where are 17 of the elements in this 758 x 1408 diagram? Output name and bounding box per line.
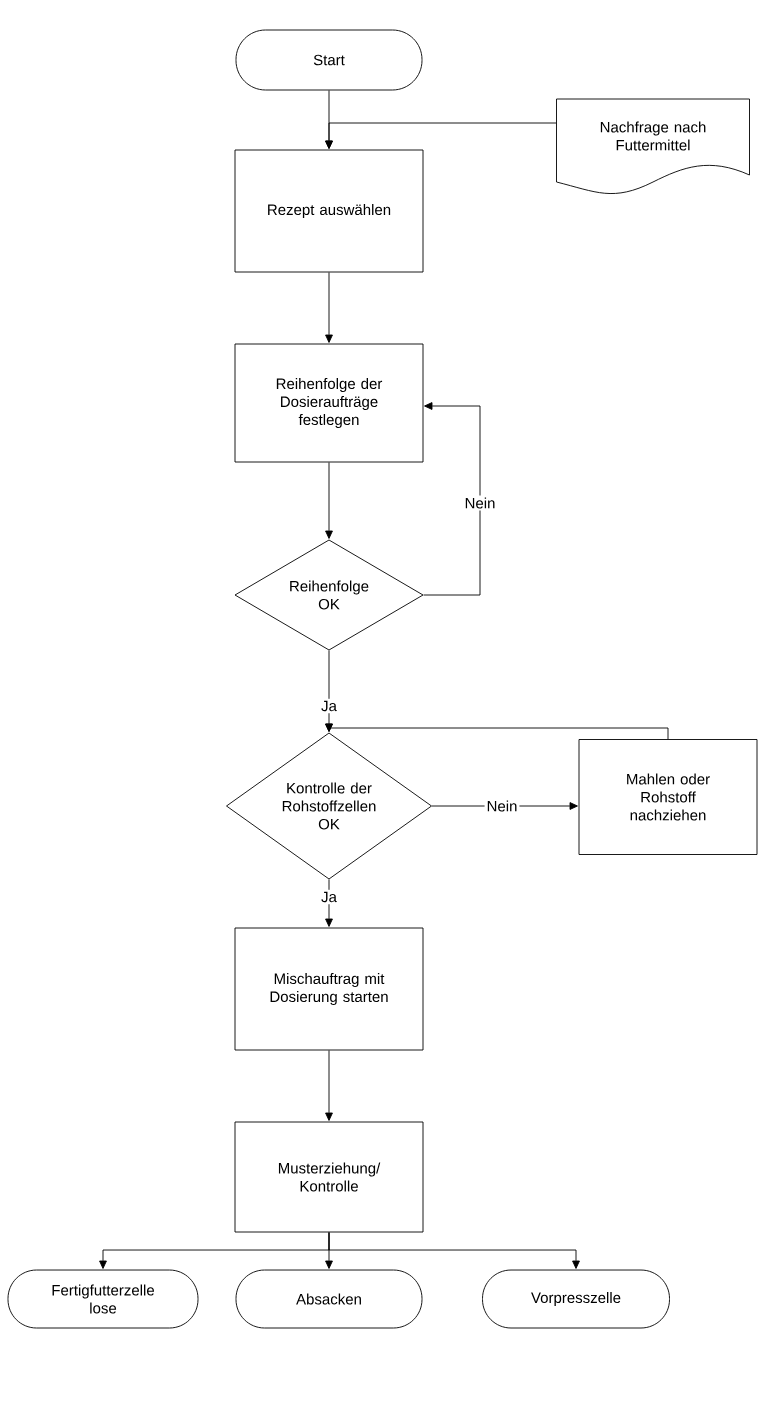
arrow [423, 402, 481, 596]
arrow [325, 879, 333, 927]
edge-label: Ja [319, 889, 339, 905]
arrow [325, 272, 333, 343]
process-box: Reihenfolge der Dosieraufträge festlegen [234, 343, 424, 463]
process-box: Musterziehung/ Kontrolle [234, 1121, 424, 1233]
edge-label: Ja [319, 698, 339, 714]
edge-label: Nein [484, 798, 520, 814]
arrow [325, 723, 669, 740]
edge-label: Nein [462, 495, 498, 511]
arrow [325, 462, 333, 539]
arrow [325, 1050, 333, 1121]
process-box: Mahlen oder Rohstoff nachziehen [578, 739, 758, 855]
process-box: Mischauftrag mit Dosierung starten [234, 927, 424, 1051]
process-box: Rezept auswählen [234, 149, 424, 273]
arrow [328, 1232, 580, 1269]
arrow [325, 122, 557, 149]
